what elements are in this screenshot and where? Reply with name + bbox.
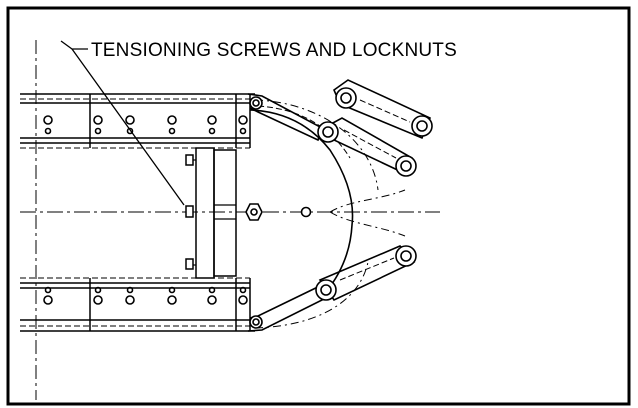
upper-link-arm-b: [333, 79, 433, 140]
callout-label: TENSIONING SCREWS AND LOCKNUTS: [91, 40, 457, 61]
upper-link-arm-a: [317, 117, 417, 177]
drawing-frame: [6, 6, 631, 406]
nose-arc: [249, 99, 406, 329]
bottom-rail-bolts: [43, 286, 248, 305]
callout-leader: [60, 40, 185, 206]
top-rail-bolts: [43, 115, 248, 135]
tensioning-screws: [185, 154, 194, 270]
cross-member: [186, 147, 237, 279]
lower-link-arm: [315, 245, 417, 302]
center-nut: [245, 203, 312, 221]
